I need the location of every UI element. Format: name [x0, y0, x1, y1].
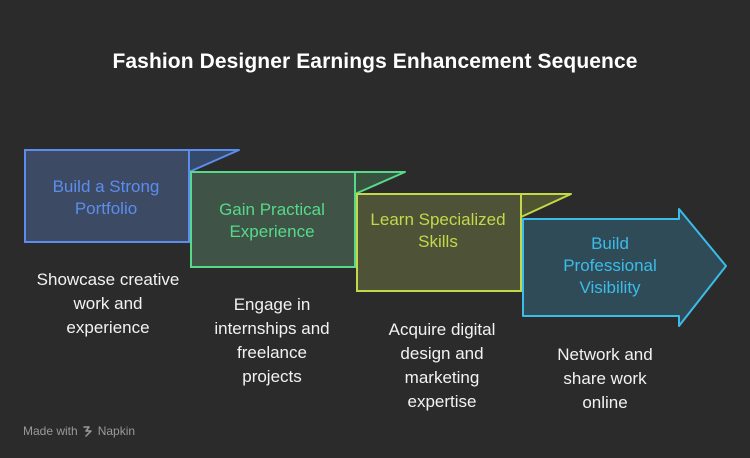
step-3-description: Acquire digital design and marketing exp… — [388, 320, 496, 411]
step-2-box — [190, 171, 356, 268]
step-2-fold — [354, 171, 406, 195]
step-3-label: Learn Specialized Skills — [370, 210, 506, 251]
step-1-fold — [188, 149, 240, 173]
step-4-arrow — [522, 208, 727, 327]
step-4-label: Build Professional Visibility — [563, 234, 657, 297]
made-with-napkin: Made with Napkin — [23, 424, 135, 438]
diagram-title: Fashion Designer Earnings Enhancement Se… — [112, 50, 638, 73]
step-1-label: Build a Strong Portfolio — [52, 177, 160, 218]
step-2-description: Engage in internships and freelance proj… — [214, 295, 330, 386]
step-2-label: Gain Practical Experience — [219, 200, 325, 241]
step-3-fold — [520, 193, 572, 218]
step-4-description: Network and share work online — [557, 345, 653, 412]
napkin-logo-icon — [82, 426, 92, 437]
step-3-box — [356, 193, 522, 292]
made-with-text: Made with — [23, 424, 78, 438]
step-1-box — [24, 149, 190, 243]
step-1-description: Showcase creative work and experience — [36, 270, 180, 337]
napkin-brand-text: Napkin — [97, 424, 136, 438]
